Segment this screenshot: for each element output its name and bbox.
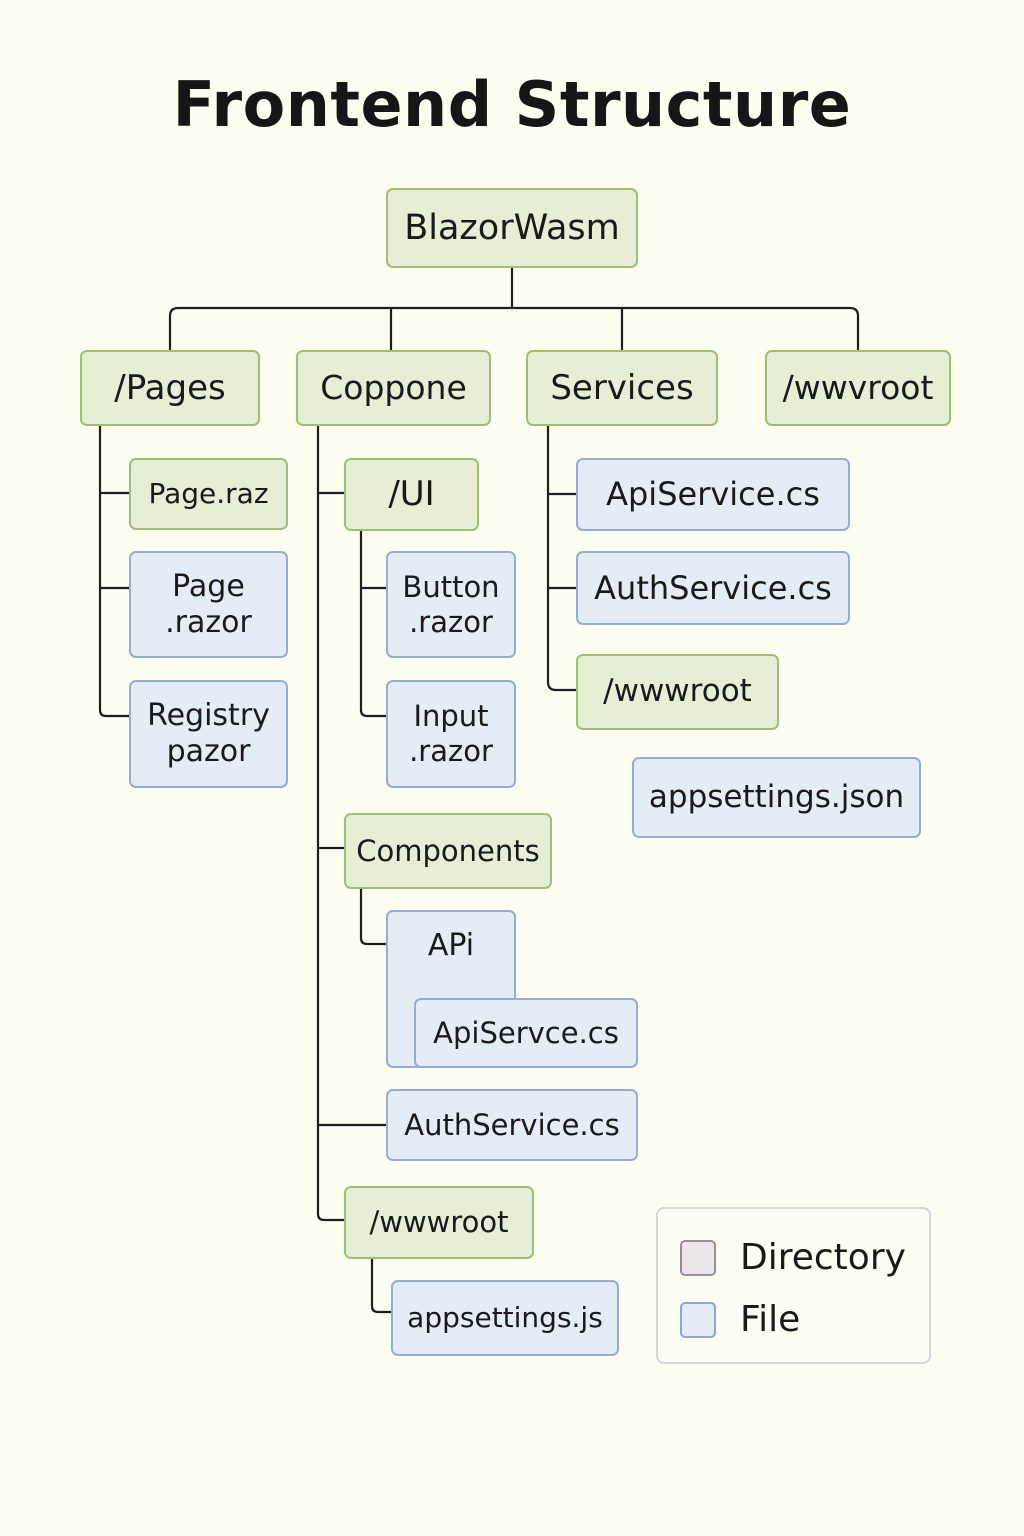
node-appsettings-js: appsettings.js <box>391 1280 619 1356</box>
legend: Directory File <box>656 1207 931 1364</box>
node-label: Page .razor <box>165 568 252 640</box>
legend-item-directory: Directory <box>680 1237 906 1278</box>
node-label: appsettings.js <box>407 1301 603 1335</box>
legend-label-directory: Directory <box>740 1237 906 1278</box>
connector-pages-trunk <box>98 426 130 718</box>
node-label: ApiServce.cs <box>433 1015 619 1050</box>
legend-label-file: File <box>740 1299 801 1340</box>
node-wwwroot-top: /wwvroot <box>765 350 951 426</box>
node-label: /wwwroot <box>603 673 752 710</box>
node-label: appsettings.json <box>648 778 905 815</box>
node-services: Services <box>526 350 718 426</box>
node-apiservce-cs: ApiServce.cs <box>414 998 638 1068</box>
node-input-razor: Input .razor <box>386 680 516 788</box>
connector-ui-trunk <box>359 531 387 718</box>
node-wwwroot-services: /wwwroot <box>576 654 779 730</box>
legend-item-file: File <box>680 1299 800 1340</box>
connector-top-rail <box>168 306 860 350</box>
node-label: Registry pazor <box>147 698 270 769</box>
node-label: /UI <box>388 474 435 515</box>
node-appsettings-json: appsettings.json <box>632 757 921 838</box>
legend-swatch-file <box>680 1301 716 1338</box>
node-page-razor: Page .razor <box>129 551 288 658</box>
node-label: /Pages <box>114 367 226 408</box>
node-page-raz: Page.raz <box>129 458 288 530</box>
node-label: AuthService.cs <box>594 568 832 607</box>
node-authservice-cs-left: AuthService.cs <box>386 1089 638 1161</box>
node-root: BlazorWasm <box>386 188 638 268</box>
node-label: Button .razor <box>402 569 500 639</box>
node-pages: /Pages <box>80 350 260 426</box>
connector-components-trunk <box>316 426 345 1222</box>
node-label: APi <box>427 928 475 963</box>
node-registry-pazor: Registry pazor <box>129 680 288 788</box>
node-components-top: Coppone <box>296 350 491 426</box>
node-label: ApiService.cs <box>606 475 820 514</box>
node-label: /wwwroot <box>369 1205 509 1240</box>
node-label: BlazorWasm <box>404 208 620 248</box>
node-authservice-cs-right: AuthService.cs <box>576 551 850 625</box>
node-label: Coppone <box>320 368 467 408</box>
node-button-razor: Button .razor <box>386 551 516 658</box>
node-label: AuthService.cs <box>404 1107 620 1142</box>
legend-swatch-directory <box>680 1239 716 1276</box>
node-label: /wwvroot <box>782 368 934 408</box>
node-label: Services <box>550 367 694 408</box>
node-wwwroot-bottom: /wwwroot <box>344 1186 534 1259</box>
connector-services-trunk <box>546 426 577 692</box>
node-components-mid: Components <box>344 813 552 889</box>
node-ui: /UI <box>344 458 479 531</box>
connector-wwwroot-bottom-branch <box>370 1259 392 1314</box>
node-apiservice-cs: ApiService.cs <box>576 458 850 531</box>
diagram-title: Frontend Structure <box>172 68 852 141</box>
node-label: Input .razor <box>409 699 493 768</box>
node-label: Components <box>356 833 540 868</box>
connector-components-mid-branch <box>359 889 387 946</box>
node-label: Page.raz <box>148 477 269 511</box>
